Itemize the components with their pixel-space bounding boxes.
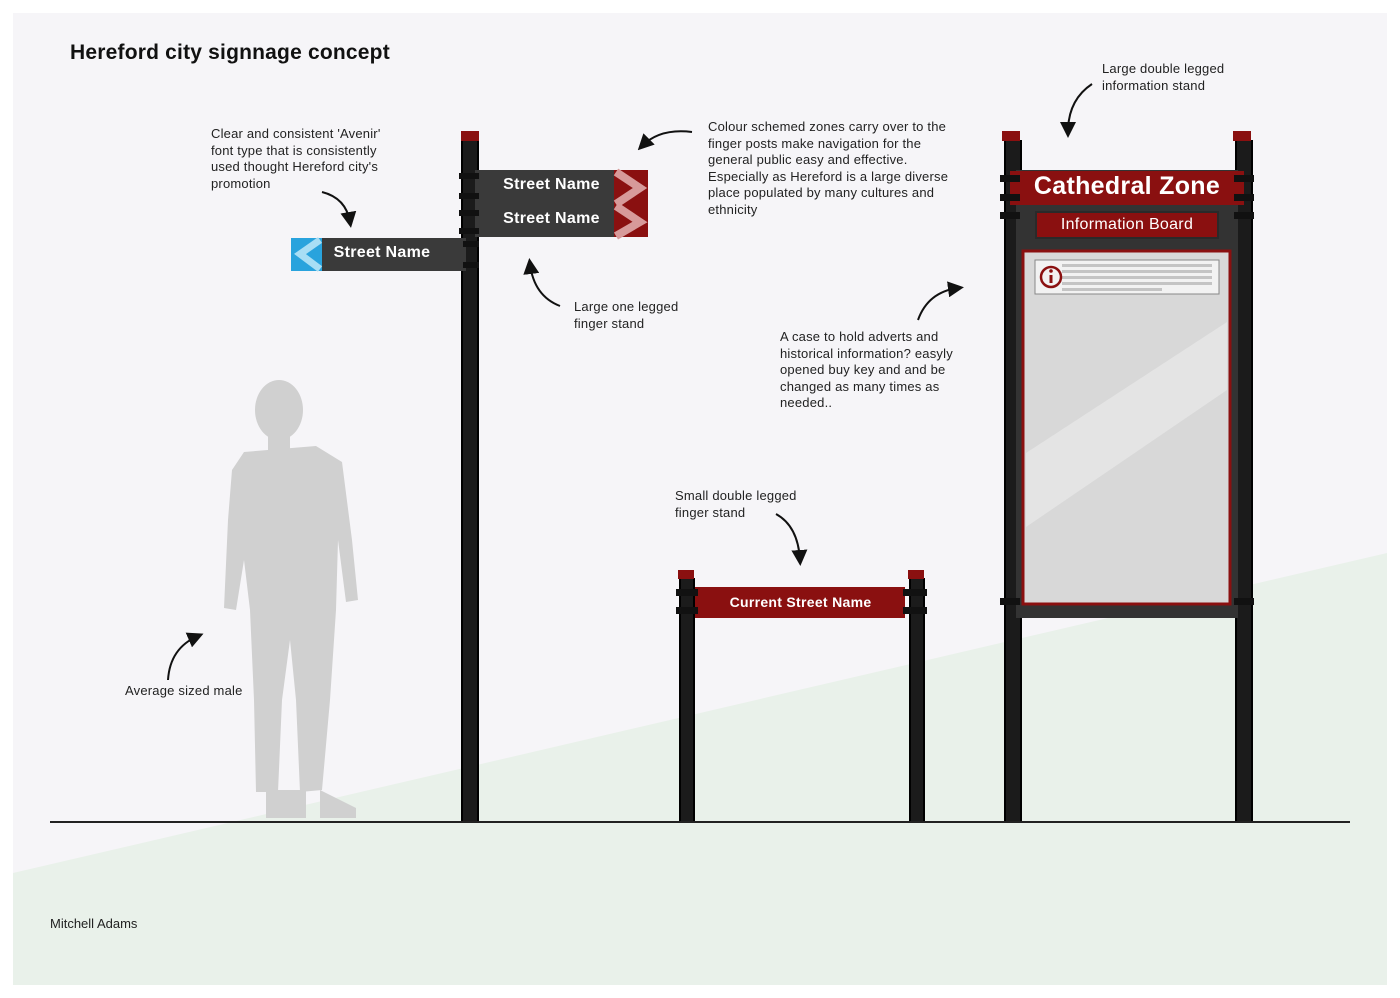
ground-line [50,821,1350,823]
finger-stand-cap [461,131,479,141]
finger-sign-label-blue: Street Name [333,244,431,261]
small-stand-note: Small double legged finger stand [675,488,797,520]
small-stand-post-right [909,578,925,821]
ground-tint [13,553,1387,985]
finger-sign-label-bottom: Street Name [503,210,600,227]
colour-note: Colour schemed zones carry over to the f… [708,119,949,217]
info-stand-note: Large double legged information stand [1102,61,1225,93]
small-stand-post-left [679,578,695,821]
small-stand-cap-left [678,570,694,579]
author-credit: Mitchell Adams [50,916,138,931]
current-street-label: Current Street Name [729,594,872,610]
male-note: Average sized male [125,683,243,698]
one-legged-note: Large one legged finger stand [574,299,679,331]
board-title: Information Board [1060,216,1194,233]
finger-stand-post [461,140,479,821]
small-stand-cap-right [908,570,924,579]
info-stand-cap-right [1233,131,1251,141]
case-note: A case to hold adverts and historical in… [780,329,953,411]
finger-sign-label-top: Street Name [503,176,600,193]
info-stand-cap-left [1002,131,1020,141]
font-note: Clear and consistent 'Avenir' font type … [211,126,381,191]
page-title: Hereford city signnage concept [70,41,390,64]
zone-title: Cathedral Zone [1033,172,1221,200]
